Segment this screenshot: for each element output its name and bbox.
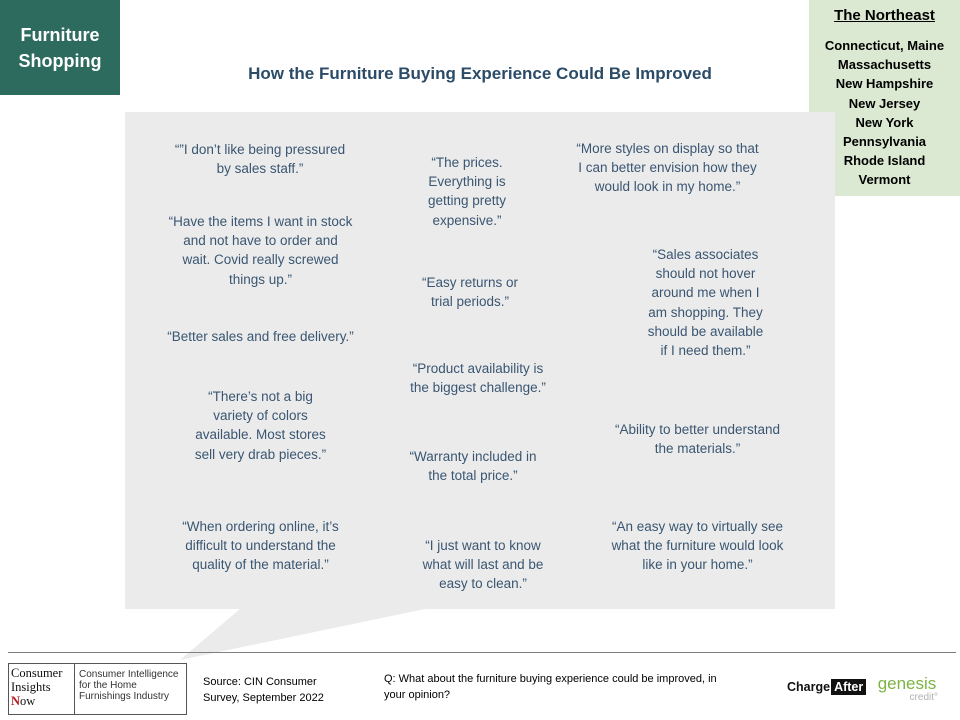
chargeafter-after: After [831, 679, 867, 695]
quote-line: I can better envision how they [578, 160, 757, 176]
quote-line: would look in my home.” [594, 179, 741, 195]
quote-card: “An easy way to virtually see what the f… [590, 517, 805, 575]
quote-line: “Warranty included in [409, 449, 537, 464]
quote-line: “There’s not a big [208, 389, 313, 404]
quote-line: if I need them.” [660, 343, 751, 359]
cin-word-now: Now [11, 694, 36, 708]
quote-line: around me when I [651, 285, 760, 301]
state-item: New Jersey [848, 95, 921, 111]
cin-tagline-line: Consumer Intelligence [79, 669, 179, 680]
state-list: Connecticut, Maine Massachusetts New Ham… [809, 36, 960, 190]
genesis-credit-logo: genesis credit° [876, 674, 938, 703]
region-box: The Northeast Connecticut, Maine Massach… [809, 0, 960, 196]
quote-card: “”I don’t like being pressured by sales … [150, 140, 370, 178]
genesis-name: genesis [877, 674, 937, 693]
quote-card: “Have the items I want in stock and not … [148, 212, 373, 289]
state-item: Vermont [858, 172, 911, 188]
cin-tagline-line: Furnishings Industry [79, 691, 170, 702]
quote-line: wait. Covid really screwed [182, 252, 339, 268]
quote-card: “Better sales and free delivery.” [148, 327, 373, 346]
region-title: The Northeast [834, 7, 935, 24]
quote-line: “Sales associates [652, 247, 759, 262]
quote-line: trial periods.” [430, 294, 510, 310]
quote-line: should be available [647, 323, 764, 339]
quote-line: “The prices. [431, 155, 503, 170]
quote-card: “Ability to better understand the materi… [595, 420, 800, 458]
quote-line: sell very drab pieces.” [194, 446, 327, 462]
quote-line: “When ordering online, it’s [182, 519, 339, 534]
survey-question: Q: What about the furniture buying exper… [384, 671, 774, 703]
quote-card: “The prices. Everything is getting prett… [393, 153, 541, 230]
quote-line: getting pretty [427, 193, 507, 209]
cin-logo: Consumer Insights Now Consumer Intellige… [8, 663, 187, 715]
quote-line: “”I don’t like being pressured [174, 142, 346, 157]
quote-line: variety of colors [213, 408, 308, 424]
quote-card: “When ordering online, it’s difficult to… [158, 517, 363, 575]
source-note: Source: CIN Consumer Survey, September 2… [203, 674, 353, 706]
quote-line: am shopping. They [648, 304, 763, 320]
source-line: Survey, September 2022 [203, 692, 324, 704]
quote-line: should not hover [655, 266, 756, 282]
quote-line: “Have the items I want in stock [168, 214, 353, 229]
quote-line: what will last and be [422, 557, 544, 573]
quote-line: “Product availability is [412, 361, 544, 376]
cin-word: Consumer [11, 666, 63, 680]
quote-line: and not have to order and [183, 233, 338, 249]
question-line: Q: What about the furniture buying exper… [384, 673, 717, 685]
page-title: How the Furniture Buying Experience Coul… [248, 64, 712, 83]
cin-wordmark: Consumer Insights Now [9, 664, 75, 714]
quote-line: easy to clean.” [439, 576, 527, 592]
quote-line: the biggest challenge.” [410, 380, 546, 396]
quote-card: “More styles on display so that I can be… [555, 139, 780, 197]
state-item: New York [855, 114, 914, 130]
quote-line: available. Most stores [195, 427, 326, 443]
badge-line-1: Furniture [20, 24, 100, 45]
cin-word: Insights [11, 680, 51, 694]
quote-line: “An easy way to virtually see [611, 519, 784, 534]
quote-line: like in your home.” [642, 557, 753, 573]
quote-line: what the furniture would look [611, 538, 784, 554]
quote-line: difficult to understand the [185, 538, 336, 554]
state-item: New Hampshire [835, 76, 934, 92]
source-line: Source: CIN Consumer [203, 676, 317, 688]
quote-card: “Warranty included in the total price.” [393, 447, 553, 485]
chargeafter-charge: Charge [787, 680, 831, 694]
quote-line: the materials.” [654, 441, 741, 457]
quote-line: quality of the material.” [192, 557, 329, 573]
state-item: Massachusetts [837, 57, 932, 73]
cin-tagline-line: for the Home [79, 680, 137, 691]
quote-line: “Better sales and free delivery.” [167, 329, 354, 344]
quote-line: “More styles on display so that [576, 141, 759, 156]
quote-card: “There’s not a big variety of colors ava… [173, 387, 348, 464]
chargeafter-logo: Charge After [787, 679, 867, 695]
quote-card: “I just want to know what will last and … [403, 536, 563, 594]
quote-card: “Sales associates should not hover aroun… [628, 245, 783, 360]
quote-line: “Ability to better understand [614, 422, 781, 437]
state-item: Pennsylvania [842, 134, 927, 150]
footer-divider [8, 652, 956, 653]
quote-line: the total price.” [428, 468, 518, 484]
quote-line: by sales staff.” [216, 161, 304, 177]
quote-line: expensive.” [432, 212, 502, 228]
section-badge: Furniture Shopping [0, 0, 120, 95]
quote-line: Everything is [428, 174, 506, 190]
genesis-credit: credit° [909, 692, 938, 703]
quote-line: things up.” [228, 271, 293, 287]
quote-line: “Easy returns or [421, 275, 519, 290]
quote-card: “Product availability is the biggest cha… [393, 359, 563, 397]
question-line: your opinion? [384, 689, 451, 701]
state-item: Rhode Island [843, 153, 926, 169]
quote-panel [125, 112, 835, 609]
state-item: Connecticut, Maine [824, 38, 945, 53]
quote-line: “I just want to know [425, 538, 541, 553]
cin-tagline: Consumer Intelligence for the Home Furni… [75, 664, 186, 714]
badge-line-2: Shopping [18, 50, 102, 71]
quote-card: “Easy returns or trial periods.” [400, 273, 540, 311]
